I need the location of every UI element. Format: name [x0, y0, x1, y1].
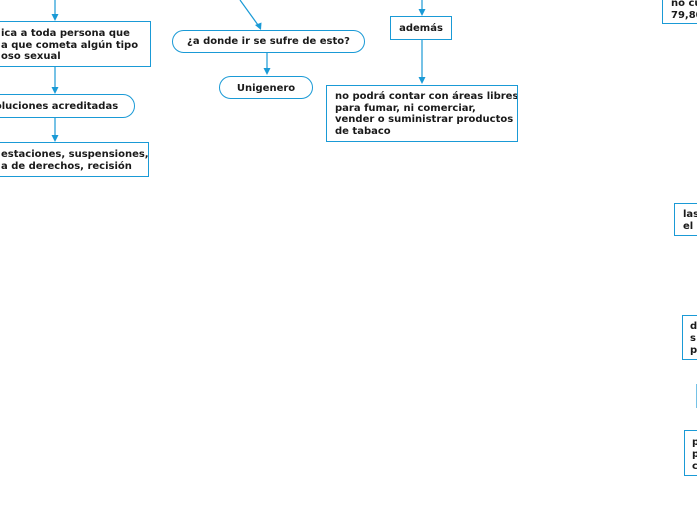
- node-text-line: p: [690, 345, 697, 356]
- node-text-line: a que cometa algún tipo: [1, 39, 139, 51]
- arrow-head: [418, 9, 426, 16]
- node-label: Unigenero: [236, 83, 296, 94]
- node-text-line: de tabaco: [335, 125, 391, 137]
- node-amonestaciones[interactable]: estaciones, suspensiones, a de derechos,…: [0, 142, 149, 177]
- node-aplica[interactable]: ica a toda persona que a que cometa algú…: [0, 21, 151, 67]
- node-no-cumplir[interactable]: no cu 79,80: [662, 0, 697, 24]
- node-text-line: ica a toda persona que: [1, 28, 130, 39]
- arrow-head: [418, 77, 426, 84]
- node-text-line: para fumar, ni comerciar,: [335, 102, 476, 114]
- node-text-line: a de derechos, recisión: [1, 160, 132, 172]
- arrow-head: [255, 22, 262, 30]
- arrow-head: [51, 135, 59, 142]
- node-text-line: d: [690, 321, 697, 332]
- node-text-line: vender o suministrar productos: [335, 114, 514, 125]
- arrow-head: [263, 68, 271, 75]
- node-text-line: c: [692, 461, 697, 473]
- node-ademas[interactable]: además: [390, 16, 452, 40]
- node-text-line: estaciones, suspensiones,: [1, 149, 149, 160]
- node-p-p-c[interactable]: p p c: [684, 430, 697, 476]
- node-text-line: no podrá contar con áreas libres: [335, 91, 518, 102]
- node-resoluciones[interactable]: oluciones acreditadas: [0, 94, 135, 118]
- node-text-line: no cu: [671, 0, 697, 9]
- node-text-line: oso sexual: [1, 51, 61, 62]
- connector: [239, 0, 259, 26]
- node-label: oluciones acreditadas: [0, 101, 119, 112]
- node-donde-ir[interactable]: ¿a donde ir se sufre de esto?: [172, 30, 365, 53]
- node-text-line: p: [692, 449, 697, 461]
- node-las[interactable]: las el c: [674, 203, 697, 236]
- node-text-line: p: [692, 437, 697, 449]
- node-text-line: el c: [683, 221, 697, 232]
- node-label: además: [399, 23, 443, 34]
- node-d-s-p[interactable]: d s p: [682, 315, 697, 360]
- node-unigenero[interactable]: Unigenero: [219, 76, 313, 99]
- node-text-line: las: [683, 209, 697, 220]
- node-text-line: s: [690, 333, 696, 344]
- node-label: ¿a donde ir se sufre de esto?: [187, 36, 350, 47]
- node-no-podra[interactable]: no podrá contar con áreas libres para fu…: [326, 85, 518, 142]
- arrow-head: [51, 87, 59, 94]
- arrow-head: [51, 14, 59, 21]
- node-text-line: 79,80: [671, 10, 697, 21]
